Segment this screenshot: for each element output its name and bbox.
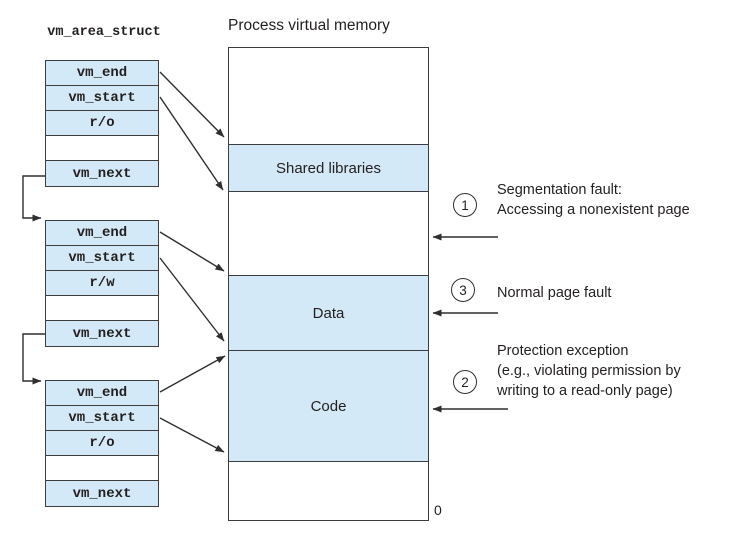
struct-field-blank xyxy=(46,136,158,161)
memory-segment-code: Code xyxy=(229,350,428,461)
memory-segment-top-unmapped xyxy=(229,48,428,144)
annotation-number-3: 3 xyxy=(459,282,467,298)
memory-segment-bottom-unmapped xyxy=(229,461,428,519)
struct-field-vm-end: vm_end xyxy=(46,221,158,246)
annotation-line: Segmentation fault: xyxy=(497,182,622,198)
annotation-line: Protection exception xyxy=(497,343,629,359)
vm-area-struct-2: vm_end vm_start r/w vm_next xyxy=(45,220,159,347)
segment-label-code: Code xyxy=(310,397,347,415)
arrow-s2-vm-start xyxy=(159,257,225,342)
annotation-line: (e.g., violating permission by xyxy=(497,363,681,379)
arrow-s1-vm-end xyxy=(159,71,225,138)
arrow-s3-vm-start xyxy=(159,417,225,453)
vm-area-struct-1: vm_end vm_start r/o vm_next xyxy=(45,60,159,187)
struct-field-vm-next: vm_next xyxy=(46,481,158,506)
memory-segment-shared-libraries: Shared libraries xyxy=(229,144,428,191)
struct-field-perms: r/o xyxy=(46,111,158,136)
struct-field-vm-next: vm_next xyxy=(46,161,158,186)
annotation-line: writing to a read-only page) xyxy=(497,383,673,399)
struct-field-blank xyxy=(46,296,158,321)
memory-segment-unmapped-gap xyxy=(229,191,428,275)
struct-field-vm-end: vm_end xyxy=(46,381,158,406)
process-virtual-memory-column: Shared libraries Data Code xyxy=(228,47,429,521)
connector-vm-next-1to2 xyxy=(22,175,45,222)
struct-field-blank xyxy=(46,456,158,481)
connector-vm-next-2to3 xyxy=(22,333,45,385)
annotation-circle-1: 1 xyxy=(453,193,477,217)
struct-field-vm-end: vm_end xyxy=(46,61,158,86)
annotation-text-protection: Protection exception (e.g., violating pe… xyxy=(497,341,681,401)
annotation-line: Normal page fault xyxy=(497,285,612,301)
address-zero-label: 0 xyxy=(434,502,442,518)
annotation-number-2: 2 xyxy=(461,374,469,390)
annotation-text-segfault: Segmentation fault: Accessing a nonexist… xyxy=(497,180,690,220)
memory-segment-data: Data xyxy=(229,275,428,350)
struct-field-vm-start: vm_start xyxy=(46,406,158,431)
memory-title: Process virtual memory xyxy=(228,17,390,34)
segment-label-data: Data xyxy=(312,304,345,322)
struct-list-title: vm_area_struct xyxy=(47,25,161,40)
struct-field-vm-next: vm_next xyxy=(46,321,158,346)
annotation-line: Accessing a nonexistent page xyxy=(497,202,690,218)
annotation-number-1: 1 xyxy=(461,197,469,213)
annotation-text-page-fault: Normal page fault xyxy=(497,283,611,303)
annotation-circle-3: 3 xyxy=(451,278,475,302)
arrow-s2-vm-end xyxy=(159,231,225,272)
struct-field-vm-start: vm_start xyxy=(46,86,158,111)
struct-field-perms: r/o xyxy=(46,431,158,456)
vm-area-struct-3: vm_end vm_start r/o vm_next xyxy=(45,380,159,507)
struct-field-perms: r/w xyxy=(46,271,158,296)
annotation-circle-2: 2 xyxy=(453,370,477,394)
segment-label-shared-libraries: Shared libraries xyxy=(275,159,382,177)
struct-field-vm-start: vm_start xyxy=(46,246,158,271)
arrow-s3-vm-end xyxy=(159,355,226,393)
arrow-s1-vm-start xyxy=(159,96,224,191)
